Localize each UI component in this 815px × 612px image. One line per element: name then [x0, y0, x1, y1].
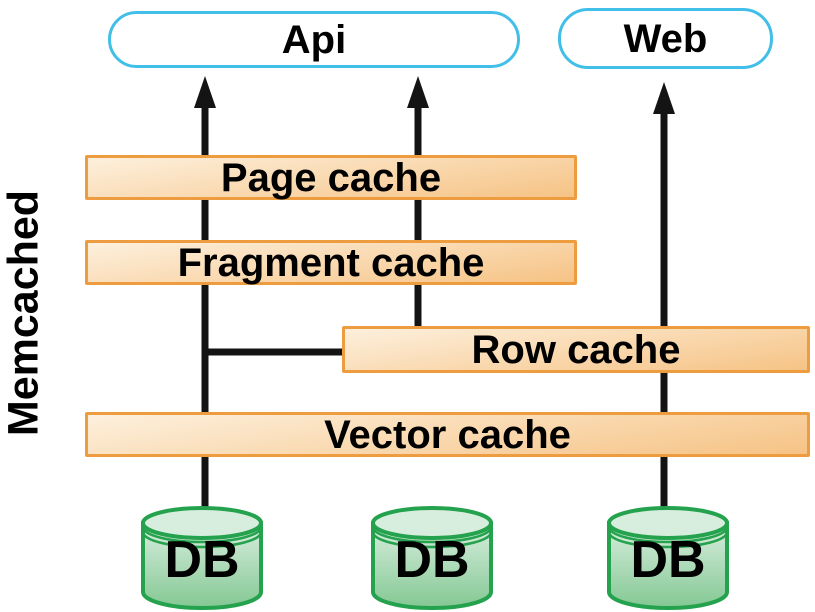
db-label: DB: [164, 531, 239, 589]
api-node-label: Api: [281, 17, 347, 62]
fragment-cache-bar: Fragment cache: [85, 240, 577, 285]
page-cache-bar: Page cache: [85, 155, 577, 200]
db-cylinder-3: DB: [607, 506, 729, 610]
db-platter-line: [607, 526, 729, 544]
db-platter-line: [141, 526, 263, 544]
row-cache-bar: Row cache: [342, 326, 810, 373]
arrow-rowcache-to-api: [407, 76, 429, 340]
row-cache-label: Row cache: [471, 327, 681, 372]
db-platter-line: [371, 526, 493, 544]
db-label: DB: [630, 531, 705, 589]
arrow-up-icon: [653, 82, 675, 114]
web-node: Web: [558, 8, 773, 69]
db-cylinder-1: DB: [141, 506, 263, 610]
db-cylinder-top: [141, 506, 263, 540]
arrow-up-icon: [407, 76, 429, 108]
page-cache-label: Page cache: [220, 155, 442, 200]
web-node-label: Web: [623, 16, 708, 61]
db-cylinder-2: DB: [371, 506, 493, 610]
db-platter-line: [371, 531, 493, 549]
vector-cache-label: Vector cache: [324, 412, 571, 457]
api-node: Api: [108, 11, 520, 68]
memcached-side-label: Memcached: [0, 189, 48, 437]
db-cylinder-top: [371, 506, 493, 540]
arrow-up-icon: [194, 76, 216, 108]
db-platter-line: [141, 531, 263, 549]
vector-cache-bar: Vector cache: [85, 412, 810, 457]
db-cylinder-top: [607, 506, 729, 540]
db-platter-line: [607, 531, 729, 549]
fragment-cache-label: Fragment cache: [177, 240, 485, 285]
db-label: DB: [394, 531, 469, 589]
